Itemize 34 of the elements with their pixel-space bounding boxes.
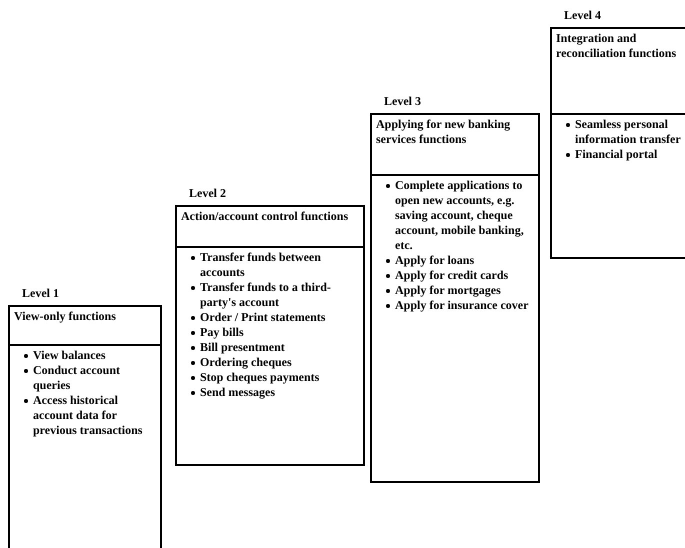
function-list-box	[175, 248, 365, 466]
function-list-box	[8, 346, 162, 548]
list-item: View balances	[33, 348, 106, 363]
function-list-box	[550, 115, 685, 259]
header-box	[8, 305, 162, 346]
level-label: Level 4	[564, 8, 601, 23]
heading: Integration and reconciliation functions	[556, 31, 678, 61]
level-label: Level 2	[189, 186, 226, 201]
header-box	[175, 205, 365, 248]
heading: Applying for new banking services functions	[376, 117, 512, 147]
heading: Action/account control functions	[181, 209, 350, 224]
list-item: Seamless personal information transfer	[575, 117, 682, 147]
list-item: Apply for insurance cover	[395, 298, 528, 313]
list-item: Transfer funds between accounts	[200, 250, 322, 280]
level-label: Level 1	[22, 286, 59, 301]
heading: View-only functions	[14, 309, 117, 324]
list-item: Stop cheques payments	[200, 370, 320, 385]
header-box	[550, 27, 685, 115]
list-item: Order / Print statements	[200, 310, 326, 325]
level-label: Level 3	[384, 94, 421, 109]
list-item: Access historical account data for previous transactions	[33, 393, 144, 438]
list-item: Complete applications to open new accounts, e.g. saving account, cheque account, mobile banking, etc.	[395, 178, 525, 253]
list-item: Conduct account queries	[33, 363, 122, 393]
list-item: Apply for credit cards	[395, 268, 508, 283]
list-item: Transfer funds to a third-party's account	[200, 280, 332, 310]
list-item: Financial portal	[575, 147, 658, 162]
function-list-box	[370, 176, 540, 483]
list-item: Pay bills	[200, 325, 244, 340]
list-item: Send messages	[200, 385, 276, 400]
list-item: Bill presentment	[200, 340, 285, 355]
list-item: Apply for loans	[395, 253, 474, 268]
list-item: Apply for mortgages	[395, 283, 501, 298]
header-box	[370, 113, 540, 176]
list-item: Ordering cheques	[200, 355, 292, 370]
